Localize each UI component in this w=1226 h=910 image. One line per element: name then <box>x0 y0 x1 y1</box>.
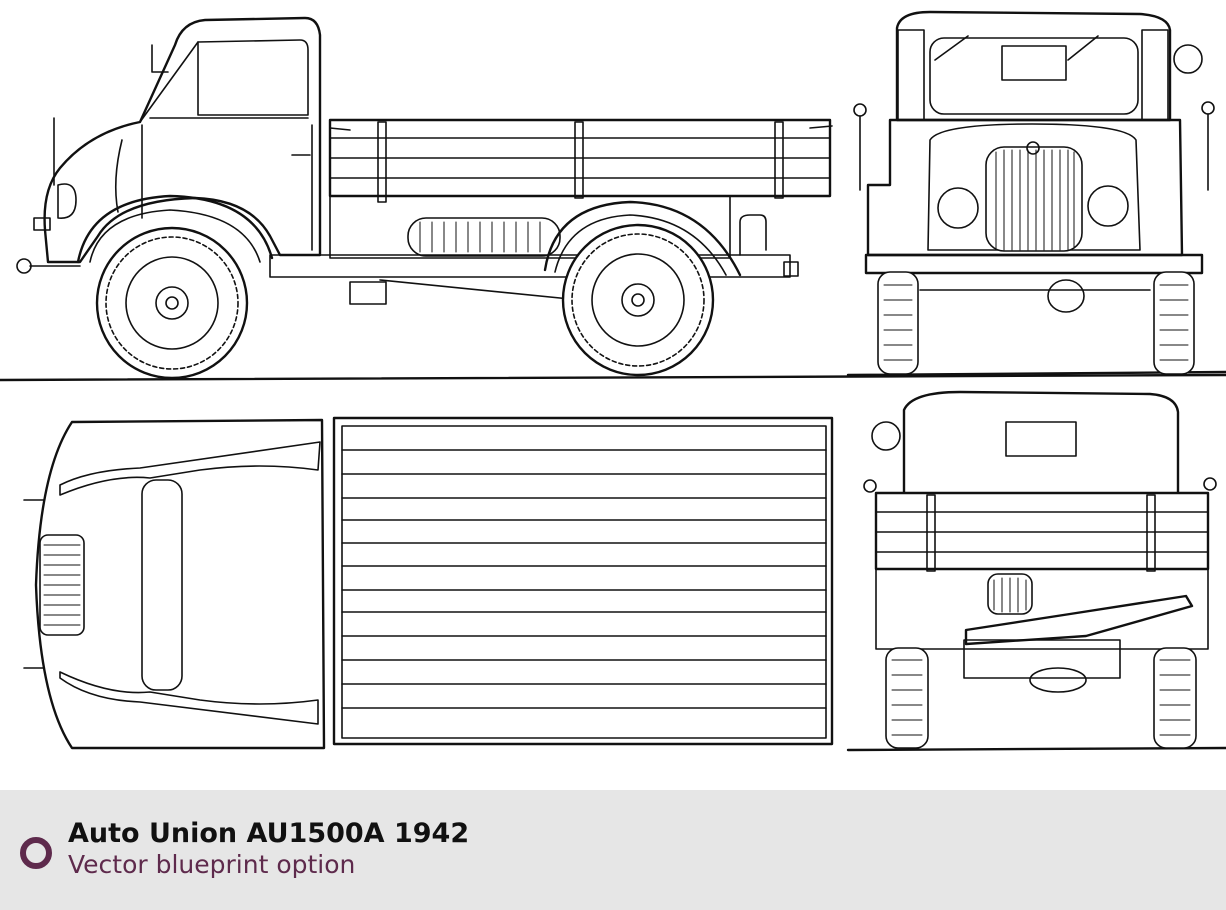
side-spare-tread <box>419 221 541 253</box>
rear-tow-bar <box>964 594 1194 646</box>
rear-diff <box>1029 667 1087 693</box>
rear-cab-window <box>1005 421 1077 457</box>
side-view <box>0 16 1226 382</box>
caption-bar <box>0 790 1226 910</box>
top-cargo-inner <box>341 425 827 739</box>
front-right-headlight <box>1087 185 1129 227</box>
rear-tailgate-slats <box>875 511 1209 553</box>
side-rear-hitch <box>783 261 799 277</box>
front-badge <box>1026 141 1040 155</box>
rear-left-tread <box>891 659 923 736</box>
side-headlamp <box>57 183 77 219</box>
front-grille-bars <box>995 149 1075 251</box>
side-hood-line <box>114 139 123 213</box>
rear-right-tread <box>1159 659 1191 736</box>
side-front-wheel <box>95 226 249 380</box>
front-hood <box>927 123 1141 251</box>
side-bed-stake-1 <box>377 121 387 203</box>
top-cargo-slats <box>341 449 827 709</box>
front-wipers <box>934 35 1099 61</box>
top-right-fender <box>59 671 319 725</box>
side-frame-rail <box>269 254 791 278</box>
rear-stake-left <box>926 494 936 572</box>
rear-left-marker <box>863 479 877 493</box>
top-view <box>23 416 834 750</box>
rear-underbody <box>875 568 1209 650</box>
side-front-fender-inner <box>89 209 261 263</box>
rear-tailgate <box>874 491 1210 571</box>
side-rear-fender-inner <box>554 214 727 276</box>
side-spare-wheel <box>407 217 561 257</box>
top-cargo-bed <box>332 416 834 746</box>
front-right-marker <box>1201 101 1215 115</box>
front-window-plate <box>1001 45 1067 81</box>
front-right-pillar <box>1141 29 1169 121</box>
front-mirror <box>1173 44 1203 74</box>
side-drive-shaft <box>379 279 581 301</box>
side-windshield-frame <box>139 41 199 123</box>
caption-subtitle: Vector blueprint option <box>68 850 356 879</box>
circle-icon <box>20 837 52 869</box>
rear-cab <box>902 390 1180 497</box>
rear-spare-tread <box>993 577 1027 613</box>
top-cab <box>34 418 326 750</box>
front-diff <box>1047 279 1085 313</box>
side-front-fender <box>76 194 274 264</box>
side-tow-hook <box>16 258 32 274</box>
front-view <box>846 10 1226 377</box>
side-bed-latches <box>329 125 833 131</box>
front-right-tread <box>1159 284 1189 361</box>
side-cab-window <box>197 39 309 116</box>
front-bumper <box>864 253 1204 275</box>
side-ground-line <box>0 373 1226 382</box>
top-bumper-horns <box>23 499 45 669</box>
rear-axle-housing <box>963 639 1121 679</box>
front-left-marker <box>853 103 867 117</box>
side-bumper <box>33 217 51 231</box>
rear-mirror <box>871 421 901 451</box>
blueprint-canvas <box>0 10 1226 752</box>
rear-right-tire <box>1153 647 1197 749</box>
front-left-headlight <box>937 187 979 229</box>
front-left-tread <box>883 284 913 361</box>
top-grille-bars <box>43 544 81 626</box>
front-left-pillar <box>897 29 925 121</box>
side-rear-wheel <box>561 223 715 377</box>
front-windshield <box>929 37 1139 115</box>
side-door-lines <box>141 124 313 251</box>
rear-stake-right <box>1146 494 1156 572</box>
side-gearbox <box>349 281 387 305</box>
side-mirror <box>151 44 169 73</box>
top-left-fender <box>59 441 321 496</box>
side-bed-stake-2 <box>574 121 584 199</box>
front-grille <box>985 146 1083 252</box>
front-cab <box>895 10 1172 122</box>
side-exhaust <box>739 214 767 256</box>
side-chassis <box>329 195 731 259</box>
top-windshield <box>141 479 183 691</box>
rear-view <box>846 390 1226 752</box>
side-cab <box>43 16 322 264</box>
side-rear-fender <box>543 200 742 277</box>
front-left-tire <box>877 271 919 375</box>
rear-left-tire <box>885 647 929 749</box>
caption-title: Auto Union AU1500A 1942 <box>68 818 470 849</box>
front-right-tire <box>1153 271 1195 375</box>
side-bed-stake-3 <box>774 121 784 199</box>
rear-right-marker <box>1203 477 1217 491</box>
